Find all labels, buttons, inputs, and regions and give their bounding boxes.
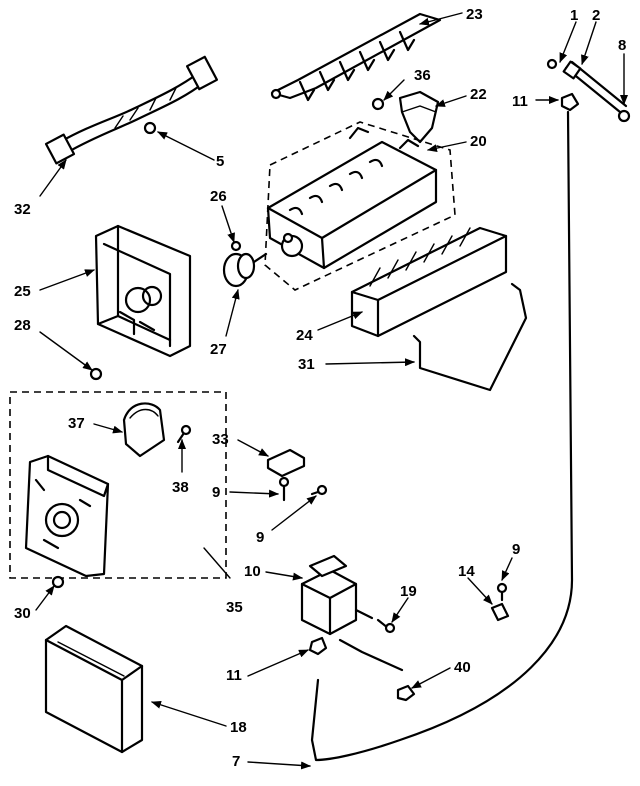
ejector-rake-part-23 bbox=[270, 12, 442, 102]
callout-1: 1 bbox=[570, 7, 578, 24]
callout-26: 26 bbox=[210, 188, 227, 205]
screw-part-9-c bbox=[496, 582, 508, 602]
callout-14: 14 bbox=[458, 563, 475, 580]
clamp-part-14 bbox=[490, 602, 510, 622]
callout-32: 32 bbox=[14, 201, 31, 218]
callout-38: 38 bbox=[172, 479, 189, 496]
clip-part-5 bbox=[143, 121, 157, 135]
callout-31: 31 bbox=[298, 356, 315, 373]
water-tube-part-7 bbox=[310, 110, 574, 762]
screw-part-9-a bbox=[278, 476, 290, 502]
callout-37: 37 bbox=[68, 415, 85, 432]
screw-part-38 bbox=[176, 424, 192, 444]
callout-20: 20 bbox=[470, 133, 487, 150]
switch-part-33 bbox=[266, 448, 306, 478]
screw-part-28 bbox=[89, 367, 103, 381]
fill-cup-part-22 bbox=[398, 90, 440, 144]
callout-7: 7 bbox=[232, 753, 240, 770]
callout-18: 18 bbox=[230, 719, 247, 736]
callout-36: 36 bbox=[414, 67, 431, 84]
callout-24: 24 bbox=[296, 327, 313, 344]
leader-lines bbox=[35, 12, 628, 770]
callout-25: 25 bbox=[14, 283, 31, 300]
screw-part-9-b bbox=[310, 484, 328, 496]
callout-2: 2 bbox=[592, 7, 600, 24]
callout-30: 30 bbox=[14, 605, 31, 622]
callout-8: 8 bbox=[618, 37, 626, 54]
mounting-housing-part-25 bbox=[94, 224, 192, 358]
shutoff-arm-part-31 bbox=[412, 282, 528, 392]
fill-tube-fittings-parts-1-2-8-11 bbox=[546, 58, 631, 123]
screw-part-26 bbox=[230, 240, 242, 252]
motor-assembly-part-35 bbox=[9, 391, 227, 579]
nut-part-40 bbox=[396, 684, 416, 702]
callout-40: 40 bbox=[454, 659, 471, 676]
callout-9-a: 9 bbox=[212, 484, 220, 501]
callout-28: 28 bbox=[14, 317, 31, 334]
nut-part-11-lower bbox=[308, 636, 328, 656]
callout-27: 27 bbox=[210, 341, 227, 358]
screw-part-19 bbox=[376, 618, 396, 634]
callout-11: 11 bbox=[512, 93, 528, 110]
callout-labels: 23 1 2 8 36 22 11 5 20 32 26 25 24 28 27… bbox=[14, 6, 626, 770]
callout-5: 5 bbox=[216, 153, 224, 170]
cover-part-18 bbox=[44, 624, 144, 754]
callout-19: 19 bbox=[400, 583, 417, 600]
ice-mold-part-20 bbox=[264, 121, 456, 291]
thermostat-part-27 bbox=[222, 252, 268, 288]
screw-part-30 bbox=[51, 575, 65, 589]
callout-33: 33 bbox=[212, 431, 229, 448]
motor-part-37 bbox=[122, 402, 166, 458]
callout-22: 22 bbox=[470, 86, 487, 103]
callout-9-c: 9 bbox=[512, 541, 520, 558]
screw-part-36 bbox=[371, 97, 385, 111]
callout-23: 23 bbox=[466, 6, 483, 23]
callout-35: 35 bbox=[226, 599, 243, 616]
callout-10: 10 bbox=[244, 563, 261, 580]
water-valve-part-10 bbox=[300, 554, 404, 672]
callout-9-b: 9 bbox=[256, 529, 264, 546]
heater-part-24 bbox=[350, 226, 508, 338]
callout-11-lower: 11 bbox=[226, 667, 242, 684]
wire-harness-part-32 bbox=[44, 55, 219, 165]
